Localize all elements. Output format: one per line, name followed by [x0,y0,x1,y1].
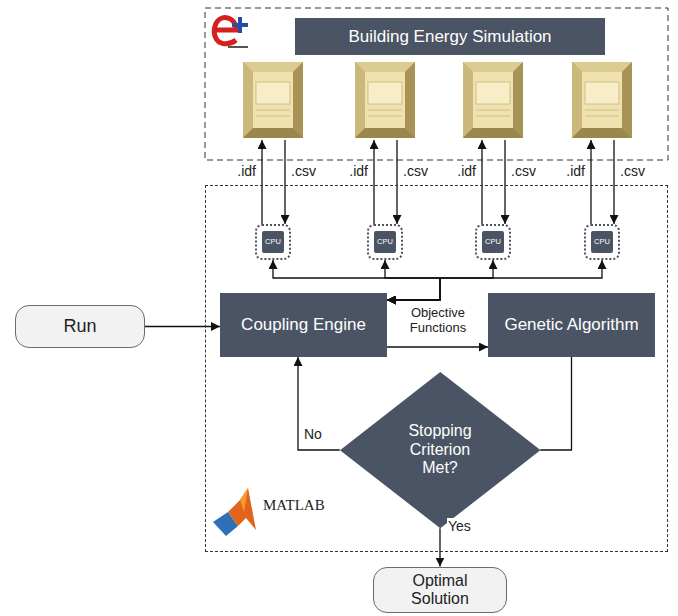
csv-arrow [284,140,285,224]
idf-arrow [373,140,374,224]
process-box: Genetic Algorithm [488,293,655,357]
node-text: Coupling Engine [241,315,366,335]
file-label: .idf [456,163,477,179]
decision-diamond: Stopping Criterion Met? [340,372,541,528]
flow-connector [145,326,220,327]
matlab-region: MATLAB CPU CPU CPU CPU Coupling Engine Genetic… [205,185,668,552]
flow-connector [298,357,340,450]
cpu-chip: CPU [367,224,403,260]
flow-connector [385,260,440,300]
file-label: .idf [348,163,369,179]
title-banner: Building Energy Simulation [295,18,605,55]
logo-plus [232,23,248,27]
cpu-chip: CPU [584,224,620,260]
end-terminal: Optimal Solution [373,567,507,614]
logo-membrane [228,488,256,530]
node-text: Optimal Solution [385,572,495,609]
file-label: .idf [236,163,257,179]
matlab-logo [213,488,256,536]
edge-label: Objective Functions [393,306,483,336]
node-text: CPU [591,231,613,253]
file-label: .csv [510,163,537,179]
building-icon [463,62,523,138]
energyplus-logo [214,17,248,48]
idf-arrow [481,140,482,224]
node-text: CPU [374,231,396,253]
csv-arrow [613,140,614,224]
file-label: .csv [402,163,429,179]
process-box: Coupling Engine [220,293,387,357]
diamond-shape [340,372,541,528]
idf-arrow [590,140,591,224]
flow-connector [540,357,571,450]
logo-membrane [240,488,248,512]
cpu-chip: CPU [255,224,291,260]
file-label: .csv [619,163,646,179]
cpu-chip: CPU [475,224,511,260]
file-arrows [262,140,614,224]
csv-arrow [396,140,397,224]
flow-connector [387,346,488,347]
csv-arrow [504,140,505,224]
flow-connector [439,528,440,566]
idf-arrow [261,140,262,224]
file-label: .idf [565,163,586,179]
node-text: Stopping Criterion Met? [391,422,489,477]
node-text: CPU [262,231,284,253]
logo-underline [228,46,248,48]
building-icon [243,62,303,138]
simulation-region [205,8,668,160]
start-terminal: Run [15,305,145,348]
building-icons [243,62,632,138]
node-text: Run [63,316,96,337]
building-icon [572,62,632,138]
node-text: Building Energy Simulation [348,27,551,47]
edge-label: No [303,426,323,442]
node-text: CPU [482,231,504,253]
node-text: Genetic Algorithm [504,315,638,335]
building-icon [355,62,415,138]
logo-e [214,18,236,44]
edge-label: Yes [447,518,472,534]
region-label: MATLAB [263,497,325,514]
file-label: .csv [290,163,317,179]
